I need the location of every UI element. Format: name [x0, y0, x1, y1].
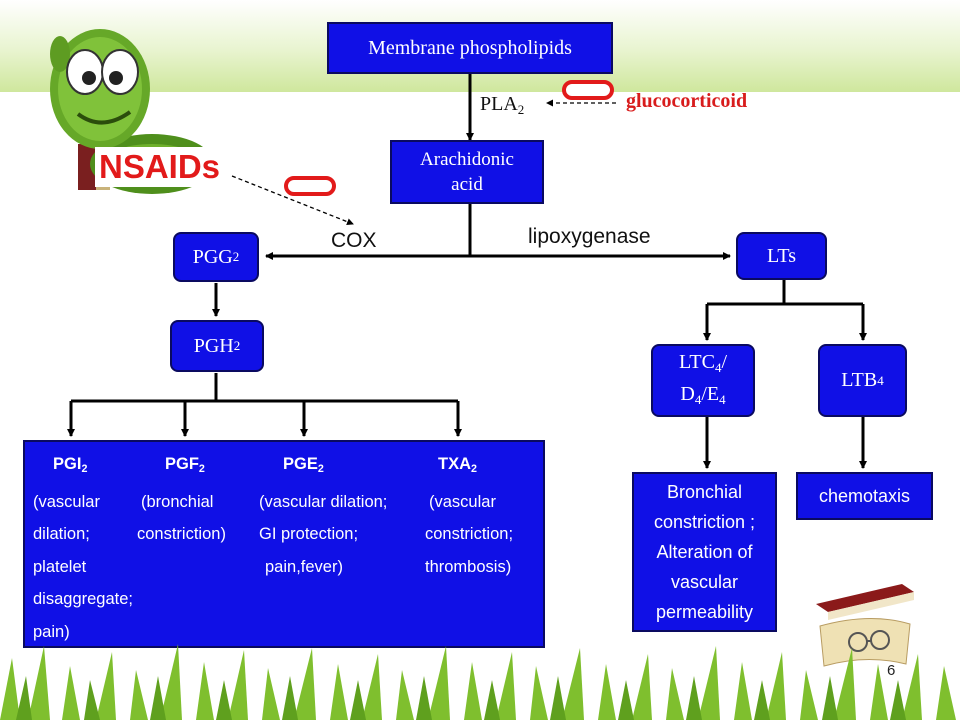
- lts-box: LTs: [736, 232, 827, 280]
- prostaglandin-effects-box: PGI2 (vascular dilation; platelet disagg…: [23, 440, 545, 648]
- arachidonic-label-line2: acid: [451, 174, 483, 195]
- arachidonic-acid-box: Arachidonic acid: [390, 140, 544, 204]
- nsaids-label: NSAIDs: [95, 147, 225, 187]
- pla2-label: PLA2: [480, 93, 525, 117]
- arachidonic-label-line1: Arachidonic: [420, 149, 514, 170]
- cox-label: COX: [331, 229, 377, 252]
- product-pgf2: PGF2 (bronchial constriction): [137, 455, 226, 544]
- membrane-phospholipids-box: Membrane phospholipids: [327, 22, 613, 74]
- grass-border: [0, 644, 956, 720]
- ltc4-d4-e4-box: LTC4/ D4/E4: [651, 344, 755, 417]
- book-scroll-icon: [816, 584, 914, 667]
- product-txa2: TXA2 (vascular constriction; thrombosis): [425, 455, 514, 576]
- glucocorticoid-label: glucocorticoid: [626, 90, 748, 112]
- chemotaxis-box: chemotaxis: [796, 472, 933, 520]
- product-pgi2: PGI2 (vascular dilation; platelet disagg…: [33, 455, 133, 641]
- glucocorticoid-inhibit-icon: [562, 80, 614, 100]
- page-number: 6: [887, 662, 896, 679]
- nsaids-inhibit-icon: [284, 176, 336, 196]
- lipoxygenase-label: lipoxygenase: [528, 225, 651, 248]
- product-pge2: PGE2 (vascular dilation; GI protection; …: [259, 455, 388, 576]
- membrane-phospholipids-label: Membrane phospholipids: [368, 36, 572, 59]
- bronchial-effects-box: Bronchial constriction ; Alteration of v…: [632, 472, 777, 632]
